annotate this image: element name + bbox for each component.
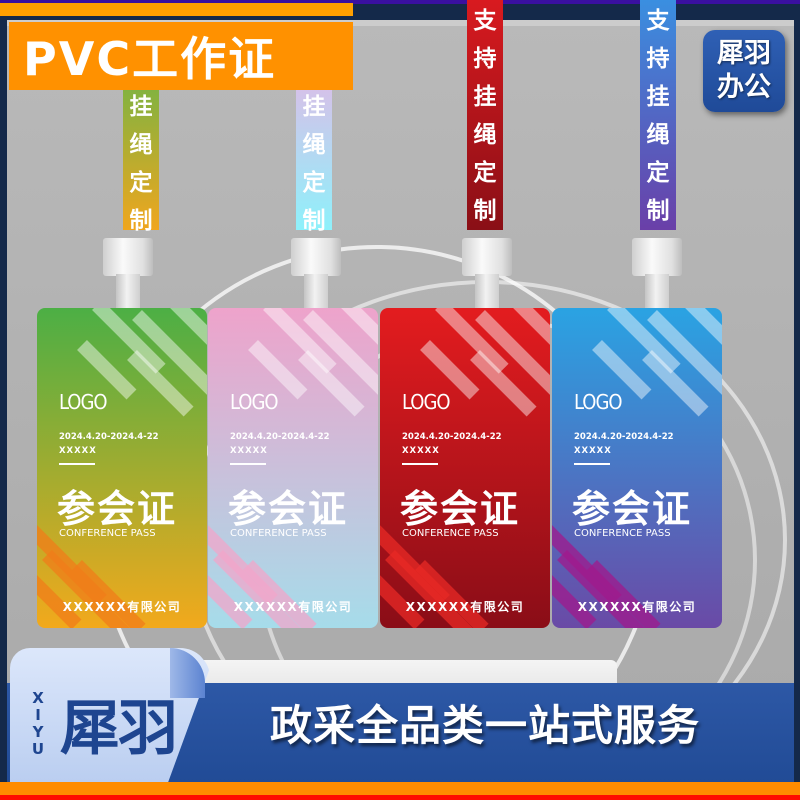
card-logo: LOGO — [230, 390, 279, 414]
card-title: 参会证 — [57, 487, 178, 531]
strap-text-char: 定 — [473, 160, 497, 186]
lanyard-strap: 挂绳定制 — [296, 80, 332, 234]
card-company: XXXXXX有限公司 — [62, 600, 182, 614]
decorative-stripe — [42, 550, 130, 628]
top-accent-bar — [0, 0, 800, 4]
card-company: XXXXXX有限公司 — [577, 600, 697, 614]
card-title: 参会证 — [400, 487, 521, 531]
footer-orange-bar — [0, 782, 800, 796]
strap-text-char: 绳 — [302, 132, 326, 158]
strap-text-char: 持 — [473, 46, 497, 72]
card-placeholder: XXXXX — [59, 446, 97, 456]
footer-red-bar — [0, 795, 800, 800]
strap-text-char: 制 — [473, 198, 497, 224]
decorative-stripe — [385, 550, 473, 628]
badge-clip — [462, 238, 512, 326]
card-subtitle: CONFERENCE PASS — [402, 528, 499, 539]
top-orange-bar — [0, 0, 353, 16]
strap-text-char: 挂 — [302, 94, 326, 120]
brand-name: 犀羽 — [60, 694, 178, 764]
strap-text-char: 绳 — [473, 122, 497, 148]
strap-text-char: 挂 — [473, 84, 497, 110]
strap-text-char: 绳 — [646, 122, 670, 148]
card-placeholder: XXXXX — [574, 446, 612, 456]
product-title: PVC工作证 — [9, 22, 353, 90]
strap-text-char: 制 — [302, 208, 326, 234]
strap-text-char: 制 — [646, 198, 670, 224]
card-logo: LOGO — [59, 390, 108, 414]
brand-latin-char: I — [35, 706, 41, 724]
lanyard-strap: 挂绳定制 — [123, 80, 159, 234]
card-logo: LOGO — [574, 390, 623, 414]
card-company: XXXXXX有限公司 — [405, 600, 525, 614]
strap-text-char: 定 — [646, 160, 670, 186]
card-subtitle: CONFERENCE PASS — [59, 528, 156, 539]
strap-text-char: 绳 — [129, 132, 153, 158]
card-title: 参会证 — [572, 487, 693, 531]
brand-badge-line2: 办公 — [717, 72, 771, 103]
brand-badge-line1: 犀羽 — [717, 38, 771, 69]
card-subtitle: CONFERENCE PASS — [230, 528, 327, 539]
decorative-stripe — [213, 550, 301, 628]
strap-text-char: 支 — [473, 8, 497, 34]
card-date: 2024.4.20-2024.4-22 — [230, 432, 330, 442]
strap-text-char: 支 — [646, 8, 670, 34]
card-divider — [59, 463, 95, 465]
card-logo: LOGO — [402, 390, 451, 414]
card-date: 2024.4.20-2024.4-22 — [59, 432, 159, 442]
card-title: 参会证 — [228, 487, 349, 531]
strap-text-char: 挂 — [646, 84, 670, 110]
lanyard-strap: 支持挂绳定制 — [467, 0, 503, 230]
slogan: 政采全品类一站式服务 — [270, 701, 701, 750]
card-divider — [402, 463, 438, 465]
brand-latin-char: X — [32, 689, 44, 707]
card-date: 2024.4.20-2024.4-22 — [402, 432, 502, 442]
card-placeholder: XXXXX — [402, 446, 440, 456]
strap-text-char: 挂 — [129, 94, 153, 120]
brand-latin-char: Y — [32, 723, 44, 741]
strap-text-char: 定 — [129, 170, 153, 196]
strap-text-char: 制 — [129, 208, 153, 234]
stage-top-strip — [7, 20, 794, 26]
card-date: 2024.4.20-2024.4-22 — [574, 432, 674, 442]
brand-logo-badge: 犀羽 办公 — [703, 30, 785, 112]
strap-text-char: 持 — [646, 46, 670, 72]
card-subtitle: CONFERENCE PASS — [574, 528, 671, 539]
card-company: XXXXXX有限公司 — [233, 600, 353, 614]
lanyard-strap: 支持挂绳定制 — [640, 0, 676, 230]
brand-latin-char: U — [31, 740, 45, 758]
card-divider — [230, 463, 266, 465]
decorative-stripe — [557, 550, 645, 628]
card-placeholder: XXXXX — [230, 446, 268, 456]
card-divider — [574, 463, 610, 465]
brand-latin: X I Y U — [28, 690, 48, 758]
strap-text-char: 定 — [302, 170, 326, 196]
